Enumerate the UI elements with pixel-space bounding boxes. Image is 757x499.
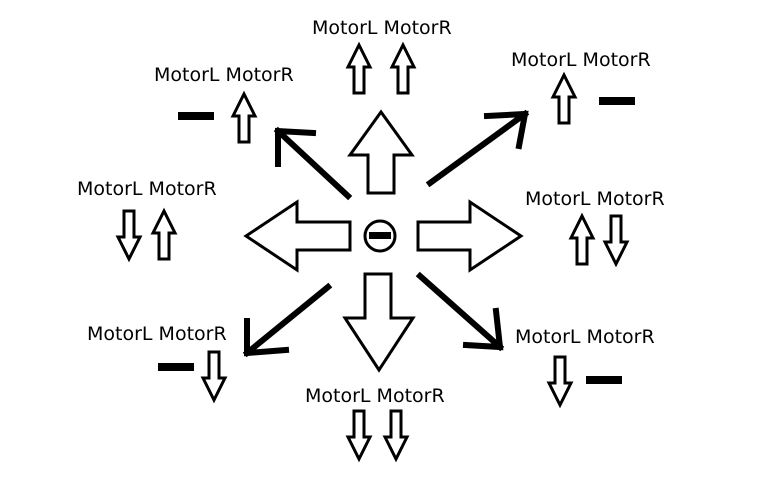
motor-l-label: MotorL: [312, 17, 378, 39]
backward-right-diagonal-arrow: [415, 271, 505, 352]
svg-text:MotorL MotorR: MotorL MotorR: [77, 178, 217, 200]
stop-dash-icon: [158, 363, 194, 371]
svg-text:MotorL MotorR: MotorL MotorR: [312, 17, 452, 39]
backward-arrow-icon: [345, 409, 373, 463]
stop-dash-icon: [599, 97, 635, 105]
forward-big-arrow: [347, 109, 415, 195]
motor-r-label: MotorR: [149, 178, 217, 200]
motor-indicators: [115, 41, 635, 463]
motor-r-label: MotorR: [159, 323, 227, 345]
motor-r-label: MotorR: [384, 17, 452, 39]
motor-r-label: MotorR: [226, 64, 294, 86]
motor-r-label: MotorR: [583, 49, 651, 71]
backward-arrow-icon: [546, 355, 574, 409]
backward-arrow-icon: [200, 350, 228, 404]
svg-text:MotorL MotorR: MotorL MotorR: [87, 323, 227, 345]
left-big-arrow: [243, 199, 352, 273]
svg-text:MotorL MotorR: MotorL MotorR: [154, 64, 294, 86]
right-big-arrow: [416, 199, 524, 273]
motor-l-label: MotorL: [77, 178, 143, 200]
forward-arrow-icon: [389, 41, 417, 95]
forward-arrow-icon: [568, 212, 596, 266]
motor-l-label: MotorL: [515, 326, 581, 348]
svg-text:MotorL MotorR: MotorL MotorR: [515, 326, 655, 348]
svg-text:MotorL MotorR: MotorL MotorR: [305, 385, 445, 407]
motor-l-label: MotorL: [154, 64, 220, 86]
motor-r-label: MotorR: [377, 385, 445, 407]
backward-arrow-icon: [382, 409, 410, 463]
svg-text:MotorL MotorR: MotorL MotorR: [511, 49, 651, 71]
forward-arrow-icon: [150, 207, 178, 261]
motor-l-label: MotorL: [87, 323, 153, 345]
forward-arrow-icon: [550, 71, 578, 125]
stop-dash-icon: [178, 112, 214, 120]
forward-arrow-icon: [230, 90, 258, 144]
minus-circle-icon: [363, 219, 397, 253]
backward-arrow-icon: [602, 214, 630, 268]
motor-r-label: MotorR: [597, 188, 665, 210]
motor-l-label: MotorL: [525, 188, 591, 210]
backward-big-arrow: [342, 272, 416, 373]
forward-arrow-icon: [345, 41, 373, 95]
forward-left-diagonal-arrow: [273, 126, 353, 201]
motor-r-label: MotorR: [587, 326, 655, 348]
motor-l-label: MotorL: [305, 385, 371, 407]
stop-dash-icon: [586, 376, 622, 384]
motor-l-label: MotorL: [511, 49, 577, 71]
svg-text:MotorL MotorR: MotorL MotorR: [525, 188, 665, 210]
backward-left-diagonal-arrow: [242, 282, 333, 358]
backward-arrow-icon: [115, 209, 143, 263]
forward-right-diagonal-arrow: [425, 109, 530, 188]
